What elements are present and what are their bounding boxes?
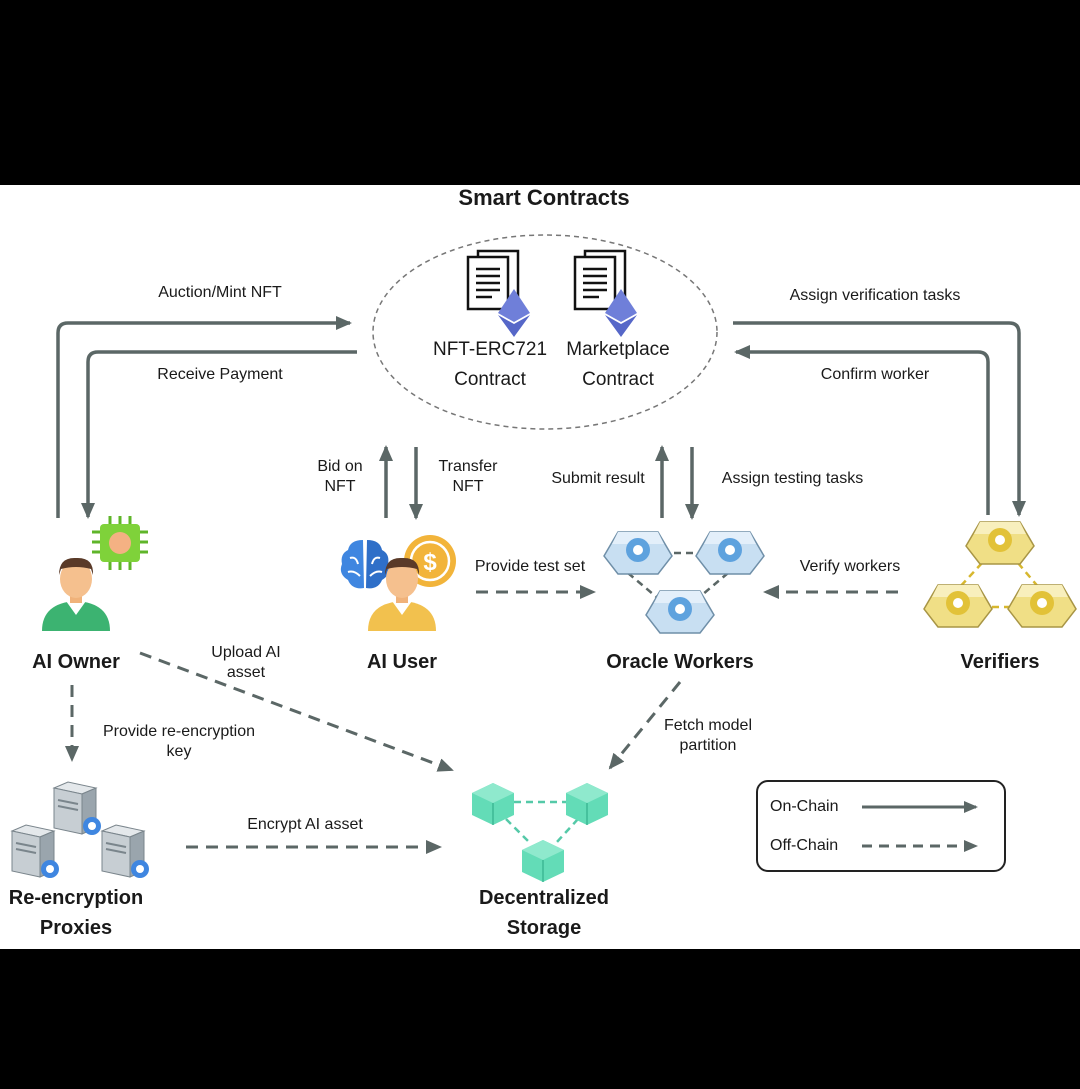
arrow-receive-payment — [81, 350, 357, 519]
label-auction-mint: Auction/Mint NFT — [158, 284, 282, 301]
legend-on-chain: On-Chain — [770, 798, 839, 815]
reenc-key-line2: key — [166, 743, 192, 760]
label-fetch-model: Fetch model partition — [648, 716, 768, 756]
storage-cube-2-icon — [566, 783, 608, 825]
label-verify-workers: Verify workers — [799, 558, 901, 575]
smart-contracts-ellipse — [372, 234, 718, 430]
label-assign-testing: Assign testing tasks — [721, 470, 864, 487]
reenc-key-line1: Provide re-encryption — [102, 723, 256, 740]
nft-erc721-contract-icon — [466, 249, 530, 337]
oracle-node-3-icon — [645, 590, 715, 634]
label-receive-payment: Receive Payment — [157, 366, 283, 383]
marketplace-contract-icon — [573, 249, 637, 337]
verifier-node-2-icon — [923, 584, 993, 628]
diagram-svg: $ — [10, 234, 1077, 882]
label-upload-ai-asset: Upload AI asset — [186, 643, 306, 683]
label-confirm-worker: Confirm worker — [820, 366, 930, 383]
legend: On-Chain Off-Chain — [756, 780, 1006, 872]
label-decentralized-storage: Decentralized Storage — [464, 883, 624, 943]
transfer-line1: Transfer — [438, 458, 498, 475]
fetch-line1: Fetch model — [663, 717, 753, 734]
proxy-server-1-icon — [52, 781, 101, 835]
arrow-confirm-worker — [734, 345, 990, 515]
label-assign-verification: Assign verification tasks — [789, 287, 961, 304]
bid-line2: NFT — [324, 478, 356, 495]
storage-line1: Decentralized — [478, 887, 610, 909]
contract-2-line2: Contract — [582, 369, 654, 390]
contract-1-line2: Contract — [454, 369, 526, 390]
storage-cube-1-icon — [472, 783, 514, 825]
proxies-line1: Re-encryption — [8, 887, 144, 909]
label-reencryption-key: Provide re-encryption key — [84, 722, 274, 762]
arrow-assign-verification — [733, 321, 1026, 517]
svg-text:$: $ — [423, 549, 437, 576]
verifier-node-1-icon — [965, 521, 1035, 565]
ai-user-brain-icon — [340, 540, 390, 589]
bid-line1: Bid on — [317, 458, 363, 475]
label-submit-result: Submit result — [551, 470, 645, 487]
upload-line1: Upload AI — [211, 644, 281, 661]
label-provide-test-set: Provide test set — [474, 558, 586, 575]
label-reencryption-proxies: Re-encryption Proxies — [0, 883, 152, 943]
oracle-node-2-icon — [695, 531, 765, 575]
proxies-line2: Proxies — [39, 917, 113, 939]
storage-line2: Storage — [506, 917, 582, 939]
label-oracle-workers: Oracle Workers — [606, 651, 754, 673]
label-verifiers: Verifiers — [960, 651, 1040, 673]
transfer-line2: NFT — [452, 478, 484, 495]
oracle-node-1-icon — [603, 531, 673, 575]
ai-user-person-icon — [368, 557, 436, 631]
upload-line2: asset — [226, 664, 266, 681]
verifier-node-3-icon — [1007, 584, 1077, 628]
legend-off-chain: Off-Chain — [770, 837, 839, 854]
label-encrypt-ai-asset: Encrypt AI asset — [247, 816, 363, 833]
ai-owner-person-icon — [42, 557, 110, 631]
diagram-canvas: $ — [0, 185, 1080, 949]
arrow-upload-ai-asset — [139, 651, 454, 772]
arrow-auction-mint — [56, 316, 352, 518]
proxy-server-3-icon — [100, 824, 149, 878]
nft-erc721-contract-label: NFT-ERC721 Contract — [420, 335, 560, 395]
contract-1-line1: NFT-ERC721 — [432, 339, 548, 360]
fetch-line2: partition — [679, 737, 737, 754]
marketplace-contract-label: Marketplace Contract — [550, 335, 686, 395]
diagram-title: Smart Contracts — [458, 185, 630, 210]
label-ai-owner: AI Owner — [32, 651, 120, 673]
label-transfer-nft: Transfer NFT — [428, 457, 508, 497]
proxy-server-2-icon — [10, 824, 59, 878]
ai-owner-chip-icon — [92, 516, 148, 570]
contract-2-line1: Marketplace — [566, 339, 670, 360]
label-ai-user: AI User — [366, 651, 438, 673]
label-bid-nft: Bid on NFT — [300, 457, 380, 497]
storage-cube-3-icon — [522, 840, 564, 882]
legend-lines — [862, 801, 978, 852]
